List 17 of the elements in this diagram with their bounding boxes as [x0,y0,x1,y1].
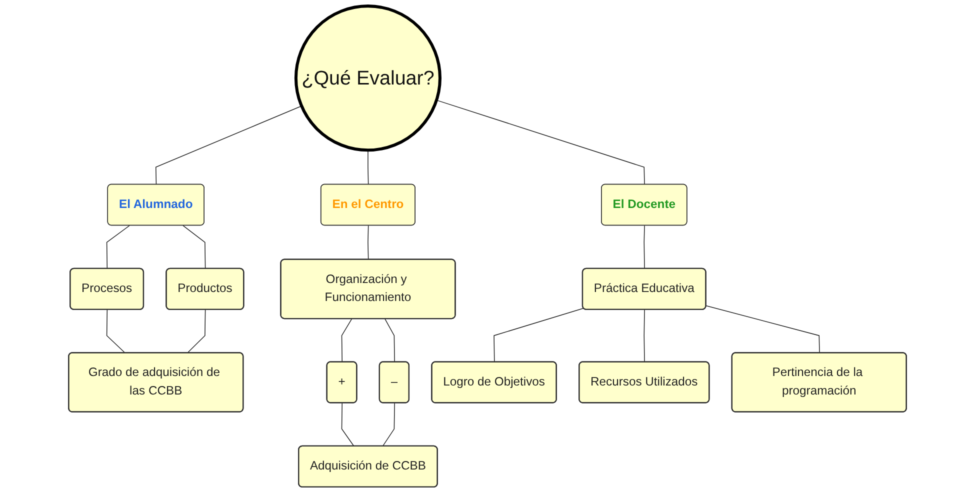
connector [186,309,206,354]
connector [368,150,369,185]
connector [106,225,130,270]
connector [644,309,645,363]
connector [341,402,354,447]
connector [106,309,126,354]
connector [182,225,206,270]
node-circle: ¿Qué Evaluar? [294,4,442,152]
connector [644,225,645,270]
connector [706,305,820,354]
connector [155,106,302,185]
connector [384,318,395,363]
connector [341,318,352,363]
connector [436,100,645,185]
connector [368,225,369,260]
connector [382,402,395,447]
connector [494,308,584,363]
